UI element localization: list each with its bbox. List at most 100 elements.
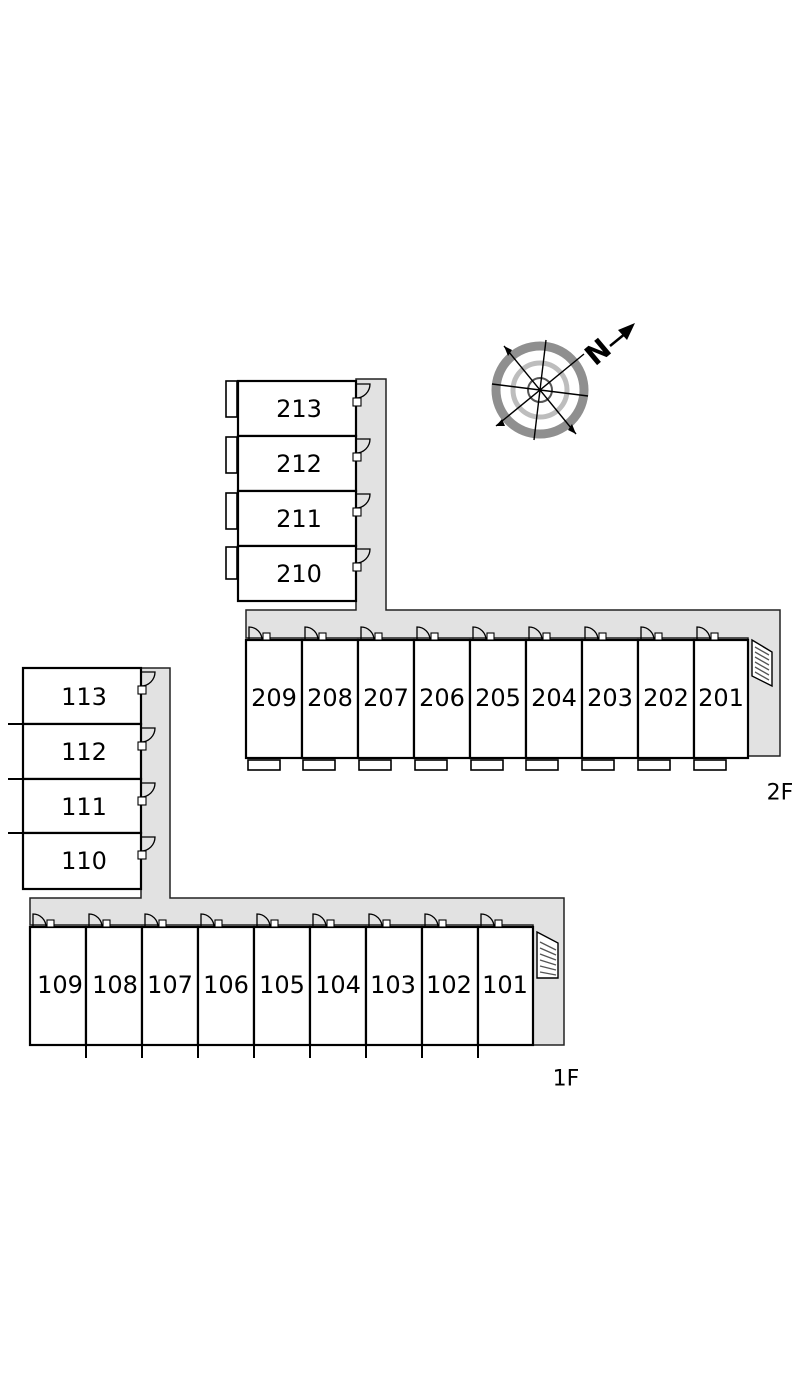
balcony: [302, 759, 336, 771]
row-unit-103[interactable]: 103: [364, 913, 424, 1058]
compass-arrowhead-sw: [496, 419, 505, 426]
unit-label: 106: [203, 971, 249, 999]
door-icon: [352, 493, 371, 517]
row-unit-207[interactable]: 207: [356, 626, 416, 771]
unit-label: 203: [587, 684, 633, 712]
unit-label: 110: [61, 847, 107, 875]
door-icon: [304, 626, 327, 641]
unit-label: 207: [363, 684, 409, 712]
unit-label: 112: [61, 738, 107, 766]
compass-outer-ring: [491, 341, 589, 439]
door-icon: [352, 383, 371, 407]
door-icon: [360, 626, 383, 641]
balcony: [693, 759, 727, 771]
unit-label: 105: [259, 971, 305, 999]
wing-unit-110[interactable]: 110: [8, 831, 156, 891]
door-icon: [640, 626, 663, 641]
unit-label: 102: [426, 971, 472, 999]
door-icon: [312, 913, 335, 928]
row-unit-205[interactable]: 205: [468, 626, 528, 771]
door-icon: [137, 836, 156, 860]
door-icon: [424, 913, 447, 928]
first-floor: 113 112 111 11: [8, 666, 580, 1092]
wing-unit-111[interactable]: 111: [8, 777, 156, 835]
unit-label: 209: [251, 684, 297, 712]
compass-arrowhead-nw: [504, 346, 512, 356]
second-floor: 213 212 211 21: [225, 378, 794, 806]
balcony: [247, 759, 281, 771]
north-letter: N: [578, 332, 617, 372]
north-arrow-icon: [618, 323, 635, 340]
balcony: [525, 759, 559, 771]
row-unit-208[interactable]: 208: [300, 626, 360, 771]
door-icon: [352, 548, 371, 572]
balcony: [225, 492, 238, 530]
wing-unit-213[interactable]: 213: [225, 379, 371, 438]
unit-label: 103: [370, 971, 416, 999]
row-unit-105[interactable]: 105: [252, 913, 312, 1058]
wing-unit-212[interactable]: 212: [225, 434, 371, 493]
row-unit-101[interactable]: 101: [476, 913, 535, 1058]
row-unit-204[interactable]: 204: [524, 626, 584, 771]
compass-cross-lines: [491, 339, 589, 441]
second-floor-stair-icon: [751, 638, 773, 688]
row-unit-107[interactable]: 107: [140, 913, 200, 1058]
wing-unit-112[interactable]: 112: [8, 722, 156, 781]
door-icon: [480, 913, 503, 928]
unit-label: 201: [698, 684, 744, 712]
balcony: [581, 759, 615, 771]
door-icon: [88, 913, 111, 928]
row-unit-108[interactable]: 108: [84, 913, 144, 1058]
balcony: [470, 759, 504, 771]
floor-label-1f: 1F: [553, 1067, 580, 1092]
compass: N: [491, 323, 635, 441]
unit-label: 104: [315, 971, 361, 999]
door-icon: [416, 626, 439, 641]
row-unit-106[interactable]: 106: [196, 913, 256, 1058]
unit-label: 211: [276, 505, 322, 533]
row-unit-104[interactable]: 104: [308, 913, 368, 1058]
unit-label: 101: [482, 971, 528, 999]
unit-label: 202: [643, 684, 689, 712]
unit-label: 212: [276, 450, 322, 478]
compass-core: [527, 377, 553, 403]
door-icon: [137, 727, 156, 751]
unit-label: 113: [61, 683, 107, 711]
unit-label: 204: [531, 684, 577, 712]
wing-unit-113[interactable]: 113: [21, 666, 156, 726]
door-icon: [137, 671, 156, 695]
door-icon: [352, 438, 371, 462]
balcony: [358, 759, 392, 771]
balcony: [225, 380, 238, 418]
compass-arrowhead-se: [568, 424, 576, 434]
balcony: [414, 759, 448, 771]
door-icon: [137, 782, 156, 806]
wing-unit-210[interactable]: 210: [225, 544, 371, 603]
row-unit-203[interactable]: 203: [580, 626, 640, 771]
row-unit-209[interactable]: 209: [244, 626, 304, 771]
door-icon: [256, 913, 279, 928]
row-unit-109[interactable]: 109: [28, 913, 88, 1047]
row-unit-102[interactable]: 102: [420, 913, 480, 1058]
unit-label: 206: [419, 684, 465, 712]
unit-label: 107: [147, 971, 193, 999]
row-unit-206[interactable]: 206: [412, 626, 472, 771]
unit-label: 205: [475, 684, 521, 712]
floor-label-2f: 2F: [767, 781, 794, 806]
unit-label: 108: [92, 971, 138, 999]
door-icon: [472, 626, 495, 641]
door-icon: [528, 626, 551, 641]
row-unit-202[interactable]: 202: [636, 626, 696, 771]
unit-label: 109: [37, 971, 83, 999]
row-unit-201[interactable]: 201: [692, 626, 750, 771]
unit-label: 210: [276, 560, 322, 588]
unit-label: 213: [276, 395, 322, 423]
door-icon: [144, 913, 167, 928]
unit-label: 208: [307, 684, 353, 712]
door-icon: [584, 626, 607, 641]
wing-unit-211[interactable]: 211: [225, 489, 371, 548]
balcony: [637, 759, 671, 771]
door-icon: [200, 913, 223, 928]
door-icon: [248, 626, 271, 641]
